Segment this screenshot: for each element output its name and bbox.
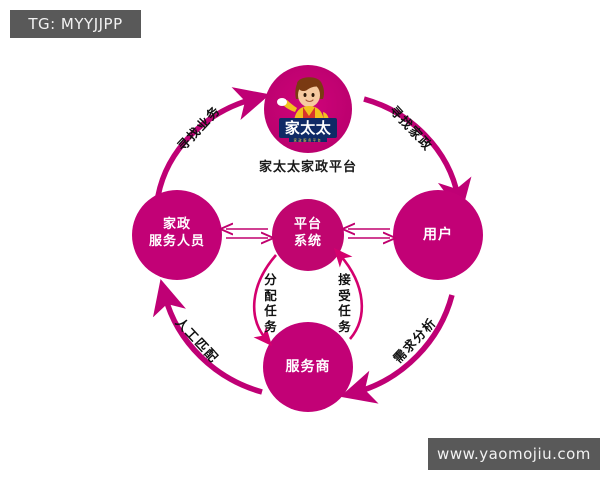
arrow-accept-task [333, 247, 364, 340]
arc-staff-to-platform [155, 87, 270, 197]
watermark-top-left: TG: MYYJJPP [10, 10, 141, 38]
arc-user-to-provider [340, 294, 455, 404]
node-provider[interactable] [263, 322, 353, 412]
logo-fringe [298, 82, 321, 92]
jia-tai-tai-logo: 家太太 家政服务平台 [267, 68, 349, 150]
arrow-assign-task [252, 254, 277, 347]
inner-label-assign-task: 分配任务 [264, 272, 277, 334]
logo-wordmark-plate [279, 118, 337, 138]
logo-cloth [277, 98, 287, 106]
node-platform[interactable] [272, 199, 344, 271]
inner-label-accept-task: 接受任务 [338, 272, 351, 334]
node-staff[interactable] [132, 190, 222, 280]
logo-wordmark-text: 家太太 [285, 119, 332, 137]
arc-platform-to-user [363, 96, 472, 215]
platform-caption: 家太太家政平台 [258, 160, 357, 175]
arc-provider-to-staff [152, 278, 263, 395]
node-user[interactable] [393, 190, 483, 280]
watermark-bottom-right: www.yaomojiu.com [428, 438, 600, 470]
logo-subtext: 家政服务平台 [294, 137, 323, 142]
